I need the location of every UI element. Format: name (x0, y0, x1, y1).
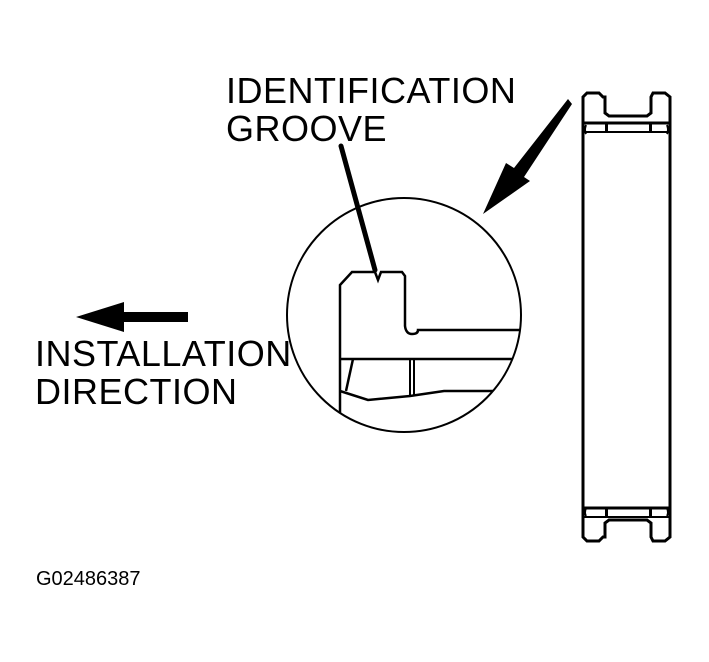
detail-magnifier (286, 197, 522, 433)
identification-groove-line2: GROOVE (226, 108, 388, 149)
identification-groove-label: IDENTIFICATION GROOVE (226, 73, 516, 147)
flange-profile (338, 270, 520, 432)
ring-side-view (581, 91, 672, 543)
figure-id-label: G02486387 (36, 568, 141, 590)
identification-groove-line1: IDENTIFICATION (226, 70, 517, 111)
installation-direction-arrow (76, 302, 188, 332)
installation-direction-line2: DIRECTION (35, 371, 238, 412)
installation-direction-label: INSTALLATION DIRECTION (35, 336, 292, 410)
detail-pointer-arrow (483, 99, 572, 214)
detail-circle (286, 197, 522, 433)
installation-direction-line1: INSTALLATION (35, 333, 292, 374)
